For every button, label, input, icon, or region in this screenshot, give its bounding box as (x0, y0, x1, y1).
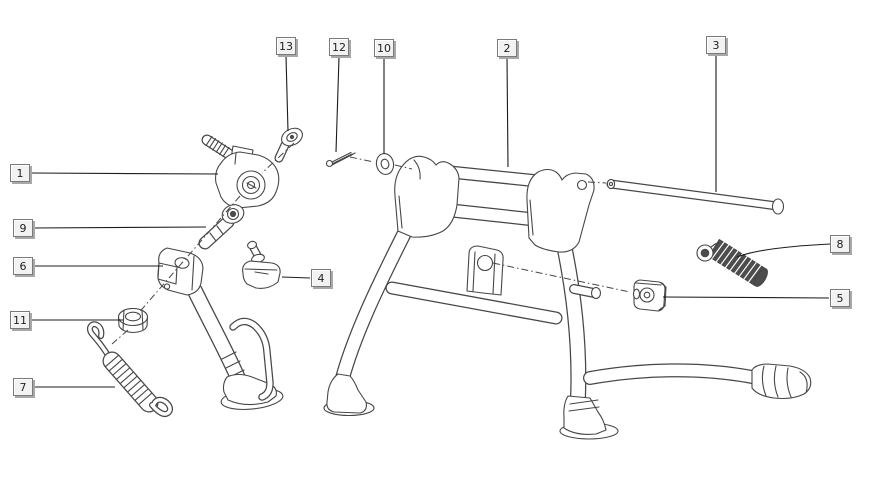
leader-lines (30, 55, 831, 388)
part-13-flange-bolt (274, 127, 303, 163)
side-stand-leg (187, 283, 284, 411)
part-label-6[interactable]: 6 (13, 257, 33, 275)
part-4-rubber-stop (242, 240, 281, 289)
part-label-5[interactable]: 5 (830, 289, 850, 307)
part-2-center-stand-frame (323, 155, 812, 440)
part-label-7[interactable]: 7 (13, 378, 33, 396)
part-label-11[interactable]: 11 (10, 311, 30, 329)
part-10-washer (375, 153, 395, 175)
part-label-10[interactable]: 10 (374, 39, 394, 57)
part-label-13[interactable]: 13 (276, 37, 296, 55)
part-label-9[interactable]: 9 (13, 219, 33, 237)
assembly-centerlines (111, 142, 631, 345)
part-label-1[interactable]: 1 (10, 164, 30, 182)
part-5-slider-block (632, 279, 667, 312)
part-label-3[interactable]: 3 (706, 36, 726, 54)
part-label-4[interactable]: 4 (311, 269, 331, 287)
part-7-return-spring (86, 321, 174, 417)
part-8-stand-spring (696, 239, 768, 287)
part-label-8[interactable]: 8 (830, 235, 850, 253)
part-1-pivot-bracket-assembly (201, 134, 280, 209)
part-label-2[interactable]: 2 (497, 39, 517, 57)
part-3-pivot-rod (606, 178, 785, 215)
part-11-hex-nut (117, 307, 149, 334)
part-label-12[interactable]: 12 (329, 38, 349, 56)
part-6-clevis (157, 247, 204, 296)
part-12-cotter-pin (325, 151, 356, 168)
part-9-adjuster-bolt (198, 204, 245, 250)
